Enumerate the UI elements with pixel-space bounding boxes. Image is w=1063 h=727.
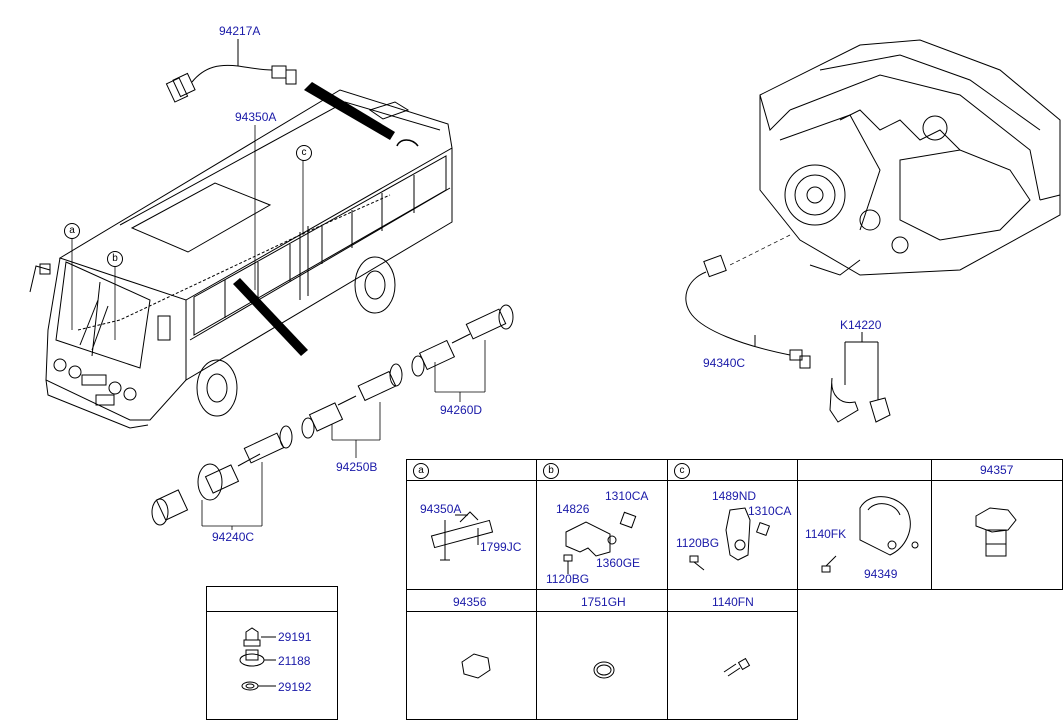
- cell-b-label-1360GE: 1360GE: [596, 556, 641, 570]
- part-label-94260D: 94260D: [440, 403, 483, 417]
- cell-c-drawing: [689, 507, 771, 571]
- table-header-94356: 94356: [453, 595, 487, 609]
- pointer-arrow-top: [304, 82, 395, 140]
- sensor-cable-drawing: [165, 39, 297, 103]
- cell-b-label-14826: 14826: [556, 502, 590, 516]
- drive-shaft-drawing: [151, 304, 514, 526]
- table-header-1140FN: 1140FN: [712, 595, 754, 609]
- cell-1751GH-drawing: [593, 661, 615, 679]
- table-header-a: a: [413, 463, 429, 479]
- small-box-label-29191: 29191: [278, 630, 312, 644]
- table-header-c: c: [674, 463, 690, 479]
- part-label-94350A: 94350A: [235, 110, 277, 124]
- cell-d-label-94349: 94349: [864, 567, 898, 581]
- engine-drawing: [759, 39, 1061, 276]
- cell-b-label-1310CA: 1310CA: [605, 489, 649, 503]
- cell-a-label-1799JC: 1799JC: [480, 540, 522, 554]
- callout-b: b: [107, 251, 123, 267]
- cell-b-label-1120BG: 1120BG: [546, 572, 590, 586]
- small-box-drawing: [206, 586, 338, 720]
- table-header-1751GH: 1751GH: [581, 595, 626, 609]
- pointer-arrow-bus: [233, 278, 308, 356]
- cell-d-drawing: [821, 496, 919, 573]
- cell-1140FN-drawing: [723, 657, 751, 677]
- cell-a-label-94350A: 94350A: [420, 502, 462, 516]
- clip-drawing: [829, 332, 891, 423]
- small-box-label-29192: 29192: [278, 680, 312, 694]
- part-label-K14220: K14220: [840, 318, 882, 332]
- cell-b-drawing: [563, 511, 637, 574]
- table-header-b: b: [543, 463, 559, 479]
- bus-drawing: [29, 89, 453, 429]
- part-label-94250B: 94250B: [336, 460, 378, 474]
- cell-c-label-1120BG: 1120BG: [676, 536, 720, 550]
- part-label-94340C: 94340C: [703, 356, 746, 370]
- callout-c: c: [296, 145, 312, 161]
- cell-a-drawing: [430, 511, 494, 561]
- cell-94357-drawing: [975, 507, 1017, 557]
- part-label-94217A: 94217A: [219, 24, 261, 38]
- cell-d-label-1140FK: 1140FK: [805, 527, 847, 541]
- cell-c-label-1489ND: 1489ND: [712, 489, 757, 503]
- table-header-94357: 94357: [980, 463, 1014, 477]
- cell-94356-drawing: [461, 653, 491, 679]
- callout-a: a: [64, 223, 80, 239]
- small-box-label-21188: 21188: [278, 654, 311, 668]
- cell-c-label-1310CA: 1310CA: [748, 504, 792, 518]
- engine-cable-drawing: [685, 254, 811, 369]
- part-label-94240C: 94240C: [212, 530, 255, 544]
- parts-table-grid: [406, 459, 1063, 720]
